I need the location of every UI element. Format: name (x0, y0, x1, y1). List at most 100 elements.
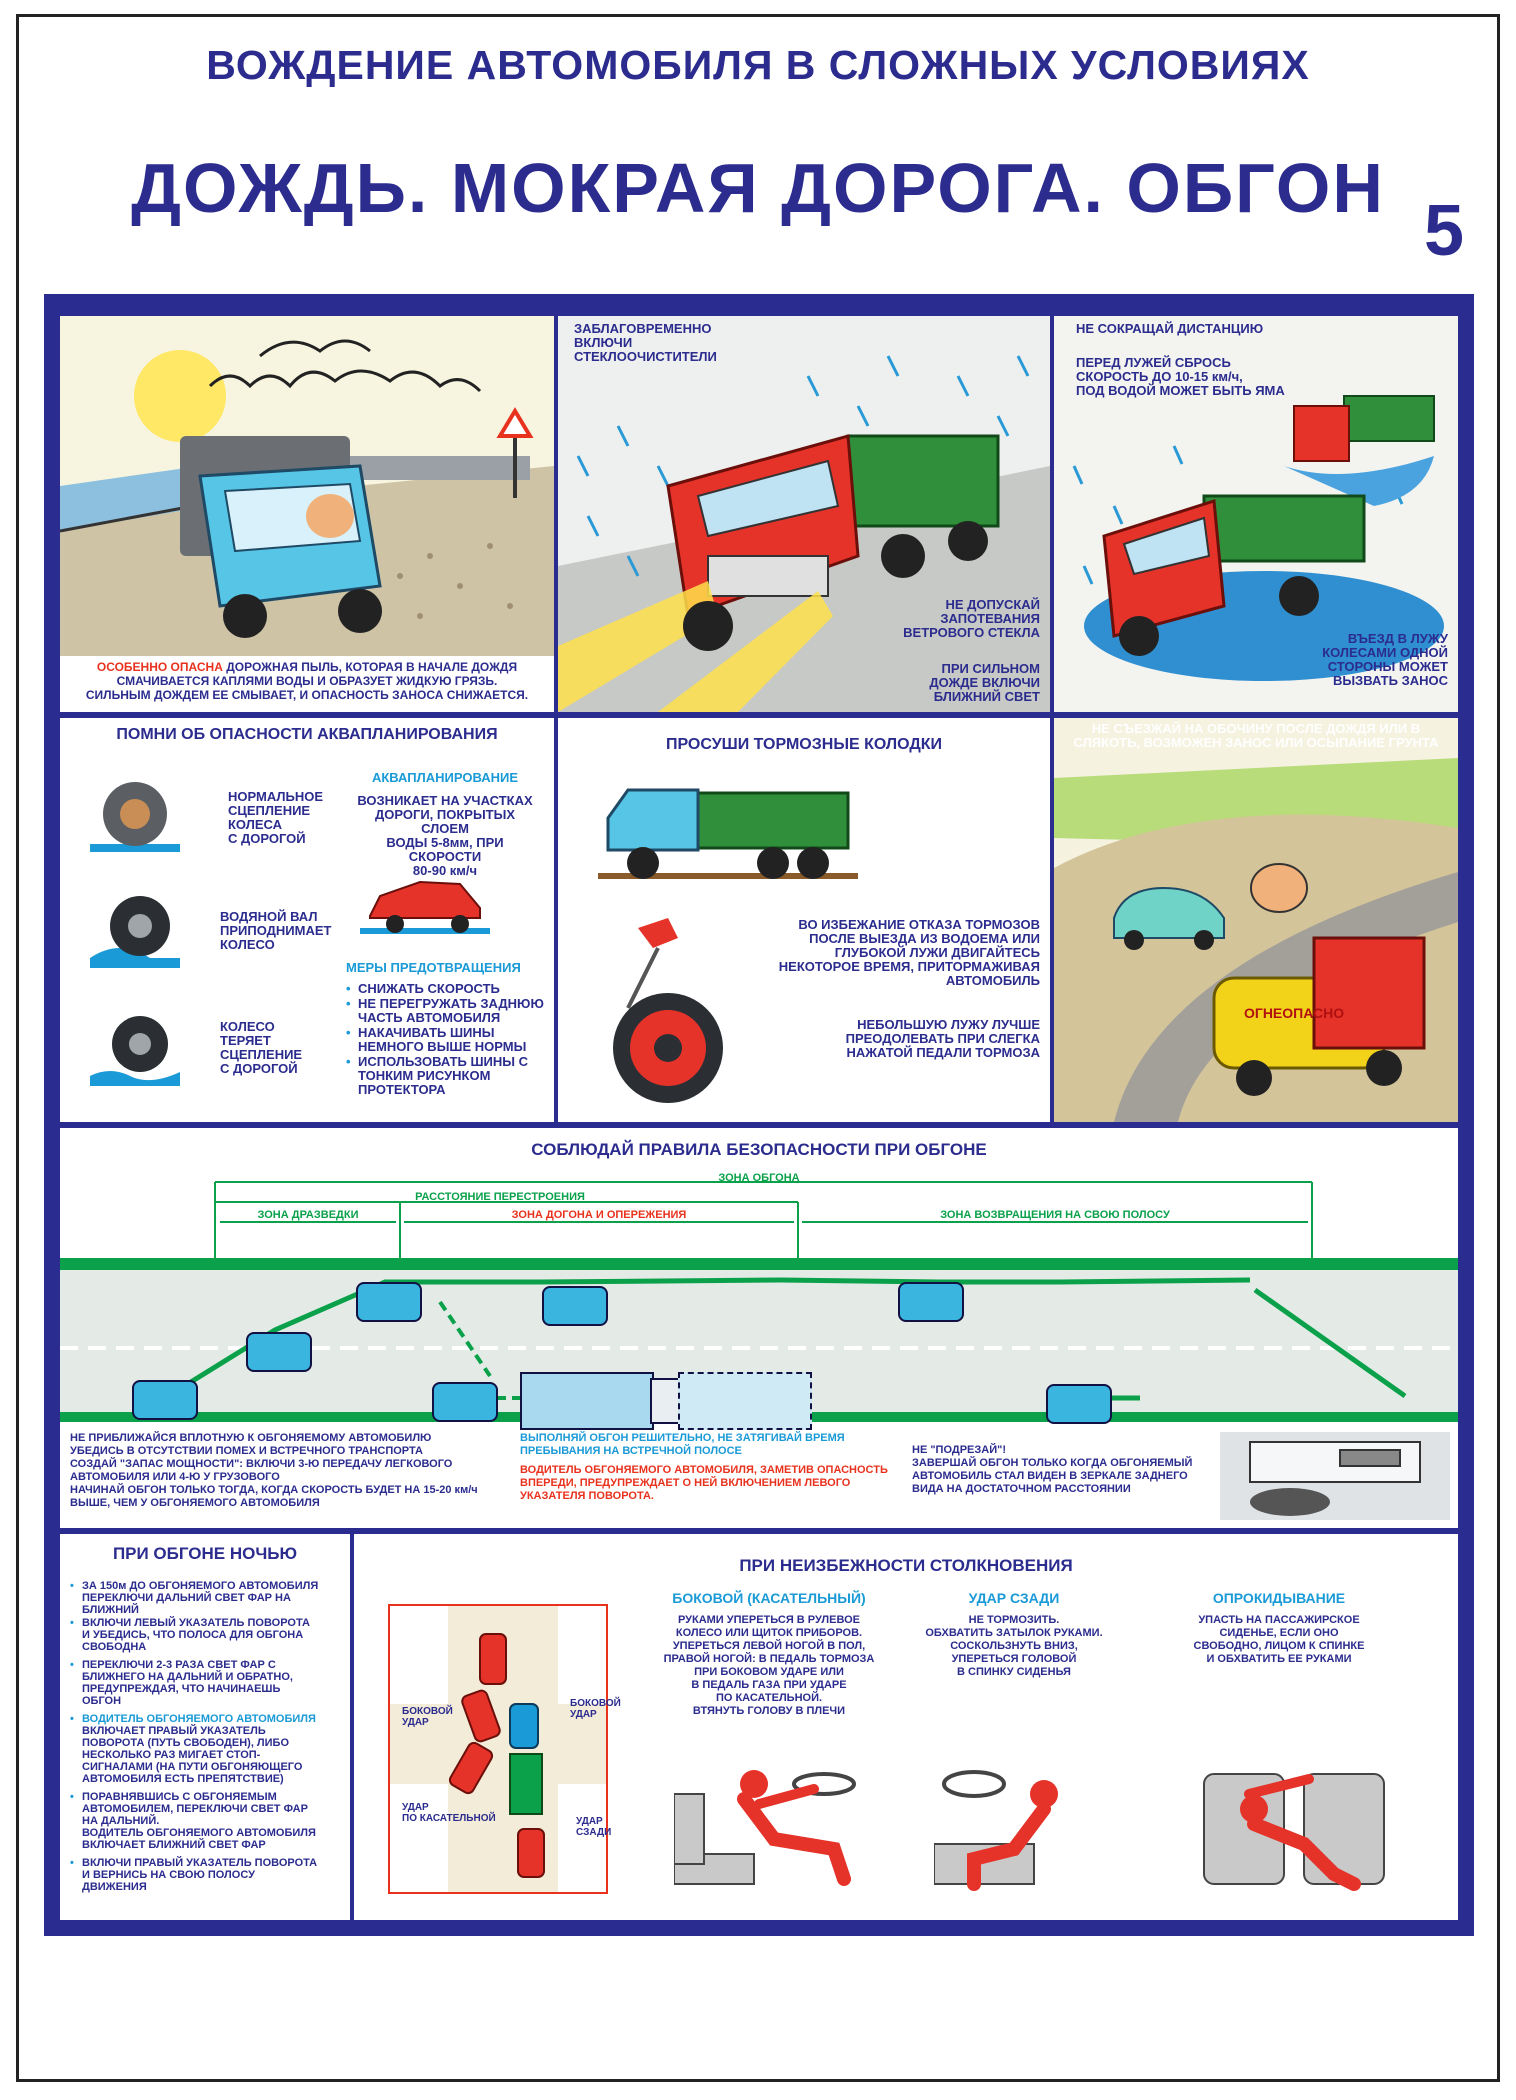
night-item-6: ВКЛЮЧИ ПРАВЫЙ УКАЗАТЕЛЬ ПОВОРОТА И ВЕРНИ… (70, 1857, 342, 1893)
car-overtaking-start (132, 1380, 198, 1420)
brakes-puddle-line-1: НЕБОЛЬШУЮ ЛУЖУ ЛУЧШЕ (857, 1017, 1040, 1032)
rear-line-1: УДАР (576, 1816, 603, 1827)
note1-line-1: НЕ ПРИБЛИЖАЙСЯ ВПЛОТНУЮ К ОБГОНЯЕМОМУ АВ… (70, 1432, 432, 1444)
w2-line-2: ПРИПОДНИМАЕТ (220, 923, 332, 938)
truck-in-rain-illustration (558, 316, 1050, 712)
panel-brakes: ПРОСУШИ ТОРМОЗНЫЕ КОЛОДКИ ВО ИЗБЕЖАНИЕ О… (558, 718, 1050, 1122)
rebuild-distance-label: РАССТОЯНИЕ ПЕРЕСТРОЕНИЯ (415, 1191, 585, 1203)
prevent-item-3-a: НАКАЧИВАТЬ ШИНЫ (358, 1025, 495, 1040)
brakes-title: ПРОСУШИ ТОРМОЗНЫЕ КОЛОДКИ (665, 736, 943, 753)
night-list: ЗА 150м ДО ОБГОНЯЕМОГО АВТОМОБИЛЯ ПЕРЕКЛ… (70, 1580, 342, 1894)
lights-note: ПРИ СИЛЬНОМ ДОЖДЕ ВКЛЮЧИ БЛИЖНИЙ СВЕТ (929, 662, 1040, 704)
truck-dusty-road-illustration (60, 316, 554, 656)
note2-red-line-3: УКАЗАТЕЛЯ ПОВОРОТА. (520, 1490, 654, 1502)
side-left-line-2: УДАР (402, 1717, 429, 1728)
panel-shoulder: ОГНЕОПАСНО НЕ СЪЕЗЖАЙ НА ОБОЧИНУ ПОСЛЕ Д… (1054, 718, 1458, 1122)
overtaking-title: СОБЛЮДАЙ ПРАВИЛА БЕЗОПАСНОСТИ ПРИ ОБГОНЕ (531, 1140, 987, 1159)
night-e3: ДВИЖЕНИЯ (82, 1881, 147, 1893)
col1-line-3: УПЕРЕТЬСЯ ЛЕВОЙ НОГОЙ В ПОЛ, (672, 1640, 866, 1652)
col3-line-2: СИДЕНЬЕ, ЕСЛИ ОНО (1219, 1627, 1339, 1639)
col3-line-4: И ОБХВАТИТЬ ЕЕ РУКАМИ (1206, 1653, 1352, 1665)
panel-aquaplaning: ПОМНИ ОБ ОПАСНОСТИ АКВАПЛАНИРОВАНИЯ НОРМ… (60, 718, 554, 1122)
fog-line-2: ЗАПОТЕВАНИЯ (940, 611, 1040, 626)
speed-line-1: ПЕРЕД ЛУЖЕЙ СБРОСЬ (1076, 355, 1231, 370)
lights-line-2: ДОЖДЕ ВКЛЮЧИ (929, 675, 1040, 690)
label-side-impact-right: БОКОВОЙ УДАР (570, 1698, 621, 1720)
fog-line-1: НЕ ДОПУСКАЙ (945, 597, 1040, 612)
puddle-note: ВЪЕЗД В ЛУЖУ КОЛЕСАМИ ОДНОЙ СТОРОНЫ МОЖЕ… (1322, 632, 1448, 688)
rear-line-2: СЗАДИ (576, 1827, 612, 1838)
night-item-5: ПОРАВНЯВШИСЬ С ОБГОНЯЕМЫМ АВТОМОБИЛЕМ, П… (70, 1791, 342, 1851)
panel-overtaking: СОБЛЮДАЙ ПРАВИЛА БЕЗОПАСНОСТИ ПРИ ОБГОНЕ… (60, 1128, 1458, 1528)
tangent-line-2: ПО КАСАТЕЛЬНОЙ (402, 1813, 496, 1824)
col1-line-1: РУКАМИ УПЕРЕТЬСЯ В РУЛЕВОЕ (677, 1614, 861, 1626)
brakes-line-3: ГЛУБОКОЙ ЛУЖИ ДВИГАЙТЕСЬ (834, 945, 1040, 960)
aqua-title: ПОМНИ ОБ ОПАСНОСТИ АКВАПЛАНИРОВАНИЯ (116, 726, 498, 743)
night-item-4: ВОДИТЕЛЬ ОБГОНЯЕМОГО АВТОМОБИЛЯ ВКЛЮЧАЕТ… (70, 1713, 342, 1785)
col2-line-1: НЕ ТОРМОЗИТЬ. (968, 1614, 1060, 1626)
brakes-note-1: ВО ИЗБЕЖАНИЕ ОТКАЗА ТОРМОЗОВ ПОСЛЕ ВЫЕЗД… (779, 918, 1040, 988)
fog-line-3: ВЕТРОВОГО СТЕКЛА (903, 625, 1040, 640)
shoulder-note: НЕ СЪЕЗЖАЙ НА ОБОЧИНУ ПОСЛЕ ДОЖДЯ ИЛИ В … (1054, 722, 1458, 750)
col1-line-5: ПРИ БОКОВОМ УДАРЕ ИЛИ (694, 1666, 844, 1678)
label-side-impact-left: БОКОВОЙ УДАР (402, 1706, 453, 1728)
truck-being-overtaken (520, 1372, 654, 1430)
w2-line-1: ВОДЯНОЙ ВАЛ (220, 909, 318, 924)
puddle-line-2: КОЛЕСАМИ ОДНОЙ (1322, 645, 1448, 660)
night-d1: ПОРАВНЯВШИСЬ С ОБГОНЯЕМЫМ (82, 1791, 277, 1803)
night-b1: ПЕРЕКЛЮЧИ 2-3 РАЗА СВЕТ ФАР С (82, 1659, 276, 1671)
col-rear-head: УДАР СЗАДИ (968, 1590, 1060, 1606)
overtake-note-2: ВЫПОЛНЯЙ ОБГОН РЕШИТЕЛЬНО, НЕ ЗАТЯГИВАЙ … (520, 1432, 888, 1503)
side-right-line-2: УДАР (570, 1709, 597, 1720)
night-item-1: ЗА 150м ДО ОБГОНЯЕМОГО АВТОМОБИЛЯ ПЕРЕКЛ… (70, 1580, 342, 1616)
w3-line-4: С ДОРОГОЙ (220, 1061, 298, 1076)
fog-note: НЕ ДОПУСКАЙ ЗАПОТЕВАНИЯ ВЕТРОВОГО СТЕКЛА (903, 598, 1040, 640)
car-overtaking-left-lane (356, 1282, 422, 1322)
night-e1: ВКЛЮЧИ ПРАВЫЙ УКАЗАТЕЛЬ ПОВОРОТА (82, 1857, 318, 1869)
overtake-note-1: НЕ ПРИБЛИЖАЙСЯ ВПЛОТНУЮ К ОБГОНЯЕМОМУ АВ… (70, 1432, 478, 1510)
zone-recon-label: ЗОНА ДРАЗВЕДКИ (257, 1209, 359, 1221)
w3-line-1: КОЛЕСО (220, 1019, 275, 1034)
night-c1: ВОДИТЕЛЬ ОБГОНЯЕМОГО АВТОМОБИЛЯ (82, 1713, 316, 1725)
rearview-mirror-illustration (1220, 1432, 1450, 1520)
w3-line-2: ТЕРЯЕТ (220, 1033, 271, 1048)
night-c6: АВТОМОБИЛЯ ЕСТЬ ПРЕПЯТСТВИЕ) (82, 1773, 284, 1785)
night-d5: ВКЛЮЧАЕТ БЛИЖНИЙ СВЕТ ФАР (82, 1839, 266, 1851)
wheel-skid-text: КОЛЕСО ТЕРЯЕТ СЦЕПЛЕНИЕ С ДОРОГОЙ (220, 1020, 302, 1076)
tanker-shoulder-illustration: ОГНЕОПАСНО (1054, 718, 1458, 1122)
brakes-line-4: НЕКОТОРОЕ ВРЕМЯ, ПРИТОРМАЖИВАЯ (778, 959, 1040, 974)
car-overtaking-passing (542, 1286, 608, 1326)
col-rear-text: НЕ ТОРМОЗИТЬ. ОБХВАТИТЬ ЗАТЫЛОК РУКАМИ. … (914, 1614, 1114, 1679)
dust-line-2: СМАЧИВАЕТСЯ КАПЛЯМИ ВОДЫ И ОБРАЗУЕТ ЖИДК… (116, 674, 498, 688)
zone-catch-label: ЗОНА ДОГОНА И ОПЕРЕЖЕНИЯ (511, 1209, 687, 1221)
poster-subtitle: ВОЖДЕНИЕ АВТОМОБИЛЯ В СЛОЖНЫХ УСЛОВИЯХ (206, 42, 1310, 88)
col-rollover-head: ОПРОКИДЫВАНИЕ (1212, 1590, 1346, 1606)
aqua-line-3: ВОДЫ 5-8мм, ПРИ СКОРОСТИ (386, 835, 504, 864)
dust-warning: ОСОБЕННО ОПАСНА (96, 660, 223, 674)
night-d2: АВТОМОБИЛЕМ, ПЕРЕКЛЮЧИ СВЕТ ФАР (82, 1803, 308, 1815)
w1-line-4: С ДОРОГОЙ (228, 831, 306, 846)
note3-line-2: ЗАВЕРШАЙ ОБГОН ТОЛЬКО КОГДА ОБГОНЯЕМЫЙ (912, 1457, 1193, 1469)
note3-line-1: НЕ "ПОДРЕЗАЙ"! (912, 1444, 1006, 1456)
note1-line-5: НАЧИНАЙ ОБГОН ТОЛЬКО ТОГДА, КОГДА СКОРОС… (70, 1484, 478, 1496)
col2-line-2: ОБХВАТИТЬ ЗАТЫЛОК РУКАМИ. (925, 1627, 1103, 1639)
col2-line-3: СОСКОЛЬЗНУТЬ ВНИЗ, (950, 1640, 1078, 1652)
panel-dust: ОСОБЕННО ОПАСНА ДОРОЖНАЯ ПЫЛЬ, КОТОРАЯ В… (60, 316, 554, 712)
car-overtaking-return (898, 1282, 964, 1322)
note1-line-4: АВТОМОБИЛЯ ИЛИ 4-Ю У ГРУЗОВОГО (70, 1471, 280, 1483)
wipers-line-2: ВКЛЮЧИ (574, 335, 633, 350)
night-c2: ВКЛЮЧАЕТ ПРАВЫЙ УКАЗАТЕЛЬ (82, 1725, 266, 1737)
speed-note: ПЕРЕД ЛУЖЕЙ СБРОСЬ СКОРОСТЬ ДО 10-15 км/… (1076, 356, 1285, 398)
col1-line-8: ВТЯНУТЬ ГОЛОВУ В ПЛЕЧИ (692, 1705, 846, 1717)
note2-line-1: ВЫПОЛНЯЙ ОБГОН РЕШИТЕЛЬНО, НЕ ЗАТЯГИВАЙ … (520, 1432, 845, 1444)
col-side-text: РУКАМИ УПЕРЕТЬСЯ В РУЛЕВОЕ КОЛЕСО ИЛИ ЩИ… (644, 1614, 894, 1718)
prevent-item-1-text: СНИЖАТЬ СКОРОСТЬ (358, 981, 500, 996)
side-left-line-1: БОКОВОЙ (402, 1706, 453, 1717)
tanker-label: ОГНЕОПАСНО (1244, 1005, 1344, 1021)
dust-caption: ОСОБЕННО ОПАСНА ДОРОЖНАЯ ПЫЛЬ, КОТОРАЯ В… (60, 660, 554, 702)
night-b4: ОБГОН (82, 1695, 122, 1707)
brakes-puddle-line-3: НАЖАТОЙ ПЕДАЛИ ТОРМОЗА (846, 1045, 1040, 1060)
prevent-list: СНИЖАТЬ СКОРОСТЬ НЕ ПЕРЕГРУЖАТЬ ЗАДНЮЮЧА… (346, 982, 546, 1098)
